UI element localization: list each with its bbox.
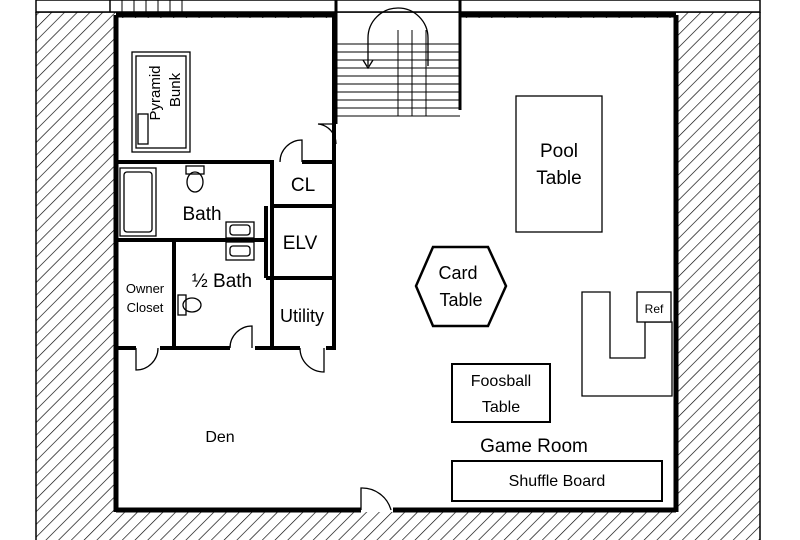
label-utility: Utility (280, 306, 324, 326)
shuffle-board (451, 460, 663, 502)
bath-fixtures (119, 165, 255, 316)
label-owner-closet-2: Closet (127, 300, 164, 315)
label-pool-table-2: Table (536, 168, 581, 189)
pool-table (515, 95, 603, 233)
label-pyramid-bunk-1: Pyramid (147, 65, 164, 120)
door-swings (135, 123, 392, 511)
refrigerator (636, 291, 672, 323)
label-shuffle-board: Shuffle Board (509, 473, 606, 490)
label-bath: Bath (182, 204, 221, 225)
furniture-labels: Pool Table Card Table Foosball Table Shu… (438, 141, 664, 490)
sink-half-bath (225, 241, 255, 261)
label-elv: ELV (283, 233, 318, 254)
stairs (334, 0, 462, 124)
label-ref: Ref (645, 302, 664, 316)
label-pyramid-bunk-2: Bunk (167, 72, 184, 107)
label-half-bath: ½ Bath (192, 271, 252, 292)
bathtub (119, 167, 157, 237)
label-foosball-table-1: Foosball (471, 373, 531, 390)
room-labels: Pyramid Bunk CL Bath ELV ½ Bath Owner Cl… (126, 65, 588, 457)
label-game-room: Game Room (480, 436, 588, 457)
toilet-bath (185, 165, 205, 175)
exterior-hatch (35, 11, 761, 540)
exterior-walls (113, 12, 679, 513)
label-card-table-2: Table (439, 290, 482, 310)
label-foosball-table-2: Table (482, 399, 520, 416)
sink-bath (225, 221, 255, 239)
toilet-half-bath (177, 294, 187, 316)
foosball-table (451, 363, 551, 423)
bunk-bed (131, 51, 191, 153)
label-pool-table-1: Pool (540, 141, 578, 162)
top-strip (35, 0, 761, 13)
interior-walls (116, 15, 336, 350)
label-cl: CL (291, 175, 315, 196)
label-card-table-1: Card (438, 263, 477, 283)
card-table (414, 245, 508, 328)
label-owner-closet-1: Owner (126, 281, 165, 296)
label-den: Den (205, 429, 234, 446)
